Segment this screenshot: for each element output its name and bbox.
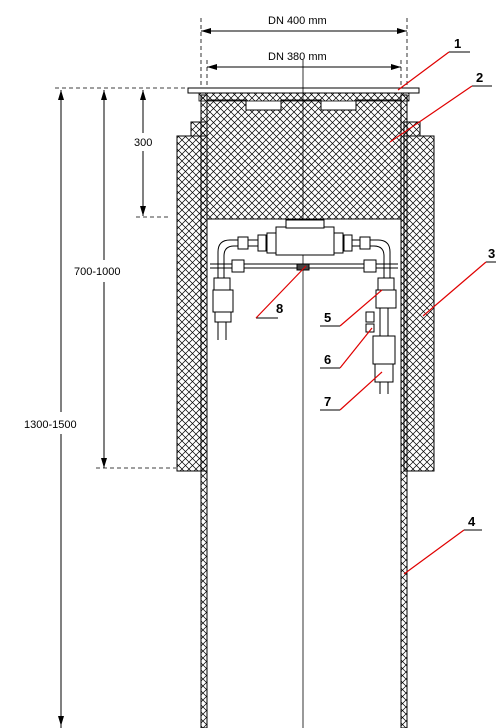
callout-4-label: 4 (468, 514, 476, 529)
lower-rail-right-bracket (363, 259, 377, 273)
callout-4: 4 (403, 514, 482, 575)
callout-5-label: 5 (324, 310, 331, 325)
pipe-wall-right (400, 94, 408, 728)
callout-7: 7 (320, 371, 383, 411)
callout-1-label: 1 (454, 36, 461, 51)
right-lower-valve-body (372, 335, 396, 365)
meter-coupling-right-b (343, 234, 353, 252)
left-valve-top (213, 277, 231, 291)
meter-coupling-right-c (359, 236, 371, 250)
dimension-dn-inner: DN 380 mm (206, 51, 402, 88)
right-valve-body (375, 289, 397, 309)
vertical-dimensions: 1300-1500 700-1000 300 (8, 87, 188, 728)
callout-2: 2 (389, 70, 492, 143)
depth-1300-1500-label: 1300-1500 (24, 419, 77, 431)
depth-300-label: 300 (134, 137, 152, 149)
callout-8-label: 8 (276, 301, 283, 316)
pipe-wall-left (200, 94, 208, 728)
right-drain-fitting (365, 323, 375, 333)
callout-8: 8 (255, 265, 307, 319)
right-lower-valve-nut (374, 363, 394, 383)
left-valve-nut (214, 311, 232, 323)
callout-6-label: 6 (324, 352, 331, 367)
depth-700-1000-label: 700-1000 (74, 266, 121, 278)
inner-insulation-plug (206, 99, 402, 220)
callout-3-label: 3 (488, 246, 495, 261)
meter-coupling-left-c (237, 236, 249, 250)
left-valve-body (212, 289, 234, 313)
callout-5: 5 (320, 289, 383, 327)
dn-inner-label: DN 380 mm (268, 51, 327, 63)
water-meter-head (285, 219, 325, 229)
meter-coupling-right-a (333, 232, 344, 254)
right-valve-small-fitting (365, 311, 375, 323)
well-lid (187, 87, 420, 94)
right-valve-top (377, 277, 395, 291)
lower-rail-left-bracket (231, 259, 245, 273)
callout-2-label: 2 (476, 70, 483, 85)
callout-6: 6 (320, 327, 373, 369)
center-plate (296, 263, 310, 271)
water-meter-body (275, 226, 335, 256)
callout-7-label: 7 (324, 394, 331, 409)
dn-outer-label: DN 400 mm (268, 15, 327, 27)
outer-insulation-right (403, 135, 435, 472)
lid-flange (198, 92, 410, 102)
meter-coupling-left-a (257, 234, 267, 252)
meter-coupling-left-b (266, 232, 277, 254)
dimension-dn-outer: DN 400 mm (200, 15, 408, 88)
callout-1: 1 (397, 36, 470, 91)
meter-assembly (210, 219, 398, 394)
callout-3: 3 (422, 246, 496, 317)
